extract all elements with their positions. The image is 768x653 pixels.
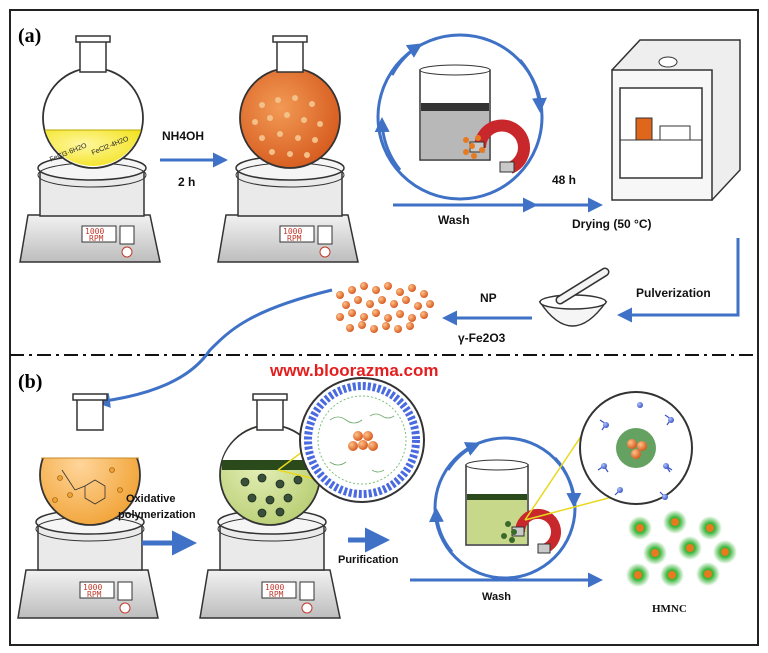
- stirrer-hotplate-b1: 1000 RPM: [17, 509, 159, 619]
- stirrer-hotplate-b2: 1000 RPM: [199, 509, 341, 619]
- nanoparticle-cluster: [336, 282, 434, 333]
- rpm-value-b2: 1000: [265, 583, 284, 592]
- outer-frame: [9, 9, 759, 646]
- rpm-value-1: 1000: [85, 227, 104, 236]
- pulverization-label: Pulverization: [636, 286, 711, 300]
- wash-cycle-b: [428, 436, 582, 580]
- purification-label: Purification: [338, 554, 399, 566]
- flask-orange: [239, 35, 341, 169]
- hmnc-zoom: [579, 391, 693, 505]
- rpm-unit-b1: RPM: [87, 590, 102, 599]
- flask-yellow: FeCl3·6H2O FeCl2·4H2O: [42, 35, 144, 169]
- reagent-nh4oh-label: NH4OH: [162, 129, 204, 143]
- np-label: NP: [480, 291, 497, 305]
- arrow-np-to-flask-b: [95, 288, 333, 408]
- wash-label-b: Wash: [482, 591, 511, 603]
- hmnc-label: HMNC: [652, 603, 687, 615]
- zoom-line-4: [524, 495, 617, 521]
- wash-label-a: Wash: [438, 213, 470, 227]
- rpm-unit-1: RPM: [89, 234, 104, 243]
- panel-a-label: (a): [18, 25, 41, 47]
- panel-b-label: (b): [18, 371, 42, 393]
- flask-green: [219, 393, 321, 526]
- watermark-text: www.bloorazma.com: [269, 361, 438, 380]
- drying-oven: [611, 39, 741, 202]
- rpm-unit-2: RPM: [287, 234, 302, 243]
- particles-in-flask: [252, 95, 323, 158]
- mortar-pestle: [538, 267, 610, 327]
- time-2h-label: 2 h: [178, 175, 195, 189]
- oxidative-label-1: Oxidative: [126, 493, 176, 505]
- oxidative-label-2: polymerization: [118, 509, 196, 521]
- arrow-oven-to-mortar: [617, 238, 740, 323]
- time-48h-label: 48 h: [552, 173, 576, 187]
- rpm-value-b1: 1000: [83, 583, 102, 592]
- micelle-zoom: [299, 377, 425, 503]
- hmnc-product-cluster: [626, 510, 737, 587]
- stirrer-hotplate-2: 1000 RPM: [217, 155, 359, 263]
- rpm-value-2: 1000: [283, 227, 302, 236]
- drying-label: Drying (50 °C): [572, 217, 651, 231]
- green-particles: [240, 473, 303, 518]
- product-fe2o3-label: γ-Fe2O3: [458, 331, 506, 345]
- flask-monomer: [39, 393, 141, 526]
- magnet-b: [511, 508, 561, 554]
- wash-cycle-a: [374, 33, 547, 201]
- stirrer-hotplate-1: 1000 RPM: [19, 155, 161, 263]
- rpm-unit-b2: RPM: [269, 590, 284, 599]
